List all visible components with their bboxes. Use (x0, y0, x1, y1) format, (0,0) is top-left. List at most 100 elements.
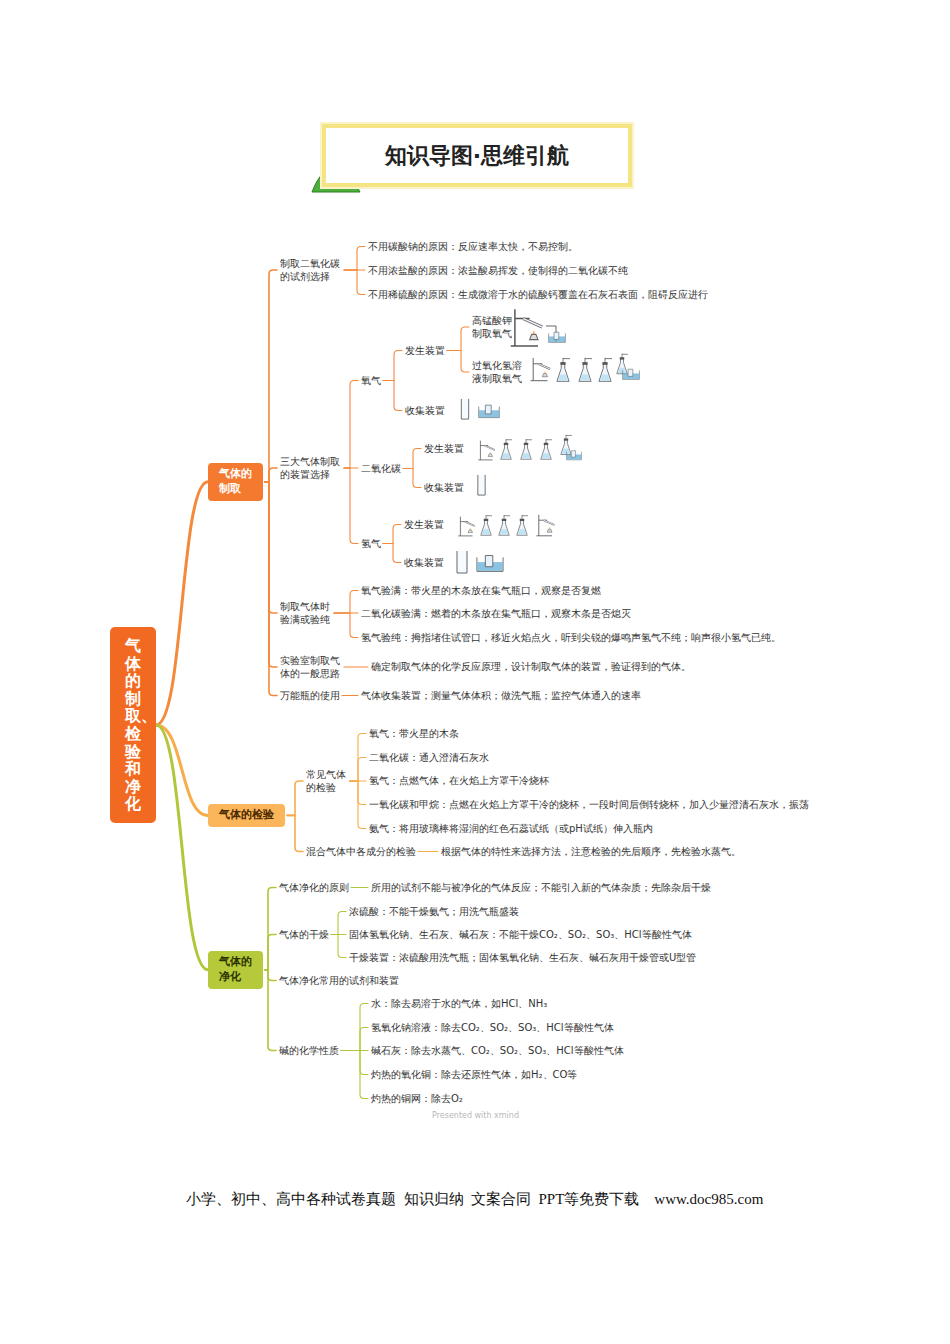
h2-apparatus (458, 515, 554, 536)
subtopic-text: 氢气验纯：拇指堵住试管口，移近火焰点火，听到尖锐的爆鸣声氢气不纯；响声很小氢气已… (361, 631, 781, 644)
subtopic-text: 氧气 (361, 374, 381, 387)
branch-line (383, 544, 401, 563)
branch-line (265, 482, 277, 613)
branch-line (344, 270, 365, 295)
subtopic-text: 灼热的氧化铜：除去还原性气体，如H₂、CO等 (371, 1068, 577, 1081)
topic-text: 固体氢氧化钠、生石灰、碱石灰：不能干燥CO₂、SO₂、SO₃、HCl等酸性气体 (349, 928, 692, 941)
topic-text: 发生装置 (405, 344, 445, 357)
topic-text: 二氧化碳验满：燃着的木条放在集气瓶口，观察木条是否熄灭 (361, 607, 631, 620)
h2-collection (457, 551, 503, 573)
subtopic-text: 氧气：带火星的木条 (369, 727, 459, 740)
branch-line (265, 888, 276, 970)
subtopic-text: 水：除去易溶于水的气体，如HCl、NH₃ (371, 997, 547, 1010)
branch-line (265, 970, 276, 981)
topic-text: 氧气 (361, 374, 381, 387)
subtopic-text: 一氧化碳和甲烷：点燃在火焰上方罩干冷的烧杯，一段时间后倒转烧杯，加入少量澄清石灰… (369, 798, 809, 811)
subtopic-text: 不用碳酸钠的原因：反应速率太快，不易控制。 (368, 240, 578, 253)
h2o2-apparatus (531, 354, 640, 382)
branch-line (447, 351, 469, 373)
branch-line (342, 695, 358, 696)
subtopic-text: 浓硫酸：不能干燥氨气；用洗气瓶盛装 (349, 905, 519, 918)
oxygen-collection (461, 399, 499, 419)
subtopic-text: 收集装置 (404, 556, 444, 569)
branch-line (344, 381, 358, 469)
co2-collection (478, 475, 485, 495)
subtopic-text: 万能瓶的使用 (280, 689, 340, 702)
subtopic-text: 干燥装置：浓硫酸用洗气瓶；固体氢氧化钠、生石灰、碱石灰用干燥管或U型管 (349, 951, 696, 964)
topic-text: 万能瓶的使用 (280, 689, 340, 702)
topic-text: 氢气 (361, 537, 381, 550)
branch-line (383, 351, 402, 381)
topic-text: 氢气验纯：拇指堵住试管口，移近火焰点火，听到尖锐的爆鸣声氢气不纯；响声很小氢气已… (361, 631, 781, 644)
branch-line (418, 851, 438, 852)
branch-line (344, 468, 358, 544)
kmno4-apparatus (511, 309, 566, 346)
subtopic-text: 所用的试剂不能与被净化的气体反应；不能引入新的气体杂质；先除杂后干燥 (371, 881, 711, 894)
branch-line (331, 912, 346, 935)
subtopic-text: 二氧化碳 (361, 462, 401, 475)
topic-text: 干燥装置：浓硫酸用洗气瓶；固体氢氧化钠、生石灰、碱石灰用干燥管或U型管 (349, 951, 696, 964)
subtopic-text: 发生装置 (424, 442, 464, 455)
topic-text: 气体的制取、检验和净化 (125, 637, 141, 813)
branch-line (341, 1051, 368, 1099)
title-box: 知识导图·思维引航 (322, 124, 632, 187)
branch-line (287, 781, 303, 815)
branch-line (447, 327, 469, 351)
title-text: 知识导图·思维引航 (385, 141, 569, 171)
branch-line (265, 970, 276, 1051)
branch-line (403, 449, 421, 469)
branch-line (344, 247, 365, 271)
topic-text: 氢气：点燃气体，在火焰上方罩干冷烧杯 (369, 774, 549, 787)
topic-text: 所用的试剂不能与被净化的气体反应；不能引入新的气体杂质；先除杂后干燥 (371, 881, 711, 894)
footer-text: 小学、初中、高中各种试卷真题 知识归纳 文案合同 PPT等免费下载 www.do… (186, 1190, 763, 1209)
subtopic-text: 二氧化碳：通入澄清石灰水 (369, 751, 489, 764)
topic-text: 气体净化的原则 (279, 881, 349, 894)
branch-line (265, 270, 277, 482)
subtopic-text: 灼热的铜网：除去O₂ (371, 1092, 463, 1105)
subtopic-text: 高锰酸钾制取氧气 (472, 314, 514, 340)
branch-line (351, 887, 368, 888)
topic-text: 高锰酸钾制取氧气 (472, 314, 514, 340)
topic-text: 气体的净化 (219, 955, 252, 985)
branch-line (341, 1004, 368, 1051)
subtopic-text: 氨气：将用玻璃棒将湿润的红色石蕊试纸（或pH试纸）伸入瓶内 (369, 822, 653, 835)
subtopic-text: 氢气：点燃气体，在火焰上方罩干冷烧杯 (369, 774, 549, 787)
topic-text: 发生装置 (404, 518, 444, 531)
subtopic-text: 制取二氧化碳的试剂选择 (280, 257, 342, 283)
subtopic-text: 确定制取气体的化学反应原理，设计制取气体的装置，验证得到的气体。 (371, 660, 691, 673)
branch-line (265, 935, 276, 970)
subtopic-text: 气体净化常用的试剂和装置 (279, 974, 399, 987)
topic-text: 收集装置 (405, 404, 445, 417)
subtopic-text: 发生装置 (404, 518, 444, 531)
topic-text: 混合气体中各成分的检验 (306, 845, 416, 858)
branch-line (341, 1051, 368, 1075)
topic-text: 实验室制取气体的一般思路 (280, 654, 342, 680)
topic-text: 氧气验满：带火星的木条放在集气瓶口，观察是否复燃 (361, 584, 601, 597)
topic-text: 浓硫酸：不能干燥氨气；用洗气瓶盛装 (349, 905, 519, 918)
topic-text: 碱石灰：除去水蒸气、CO₂、SO₂、SO₃、HCl等酸性气体 (371, 1044, 624, 1057)
branch-line (156, 725, 208, 815)
topic-text: 发生装置 (424, 442, 464, 455)
topic-text: 确定制取气体的化学反应原理，设计制取气体的装置，验证得到的气体。 (371, 660, 691, 673)
branch-line (350, 758, 366, 782)
topic-text: 气体净化常用的试剂和装置 (279, 974, 399, 987)
topic-text: 气体收集装置；测量气体体积；做洗气瓶；监控气体通入的速率 (361, 689, 641, 702)
topic-text: 二氧化碳：通入澄清石灰水 (369, 751, 489, 764)
watermark: Presented with xmind (432, 1111, 519, 1120)
co2-apparatus (478, 435, 581, 460)
topic-text: 收集装置 (404, 556, 444, 569)
topic-text: 不用浓盐酸的原因：浓盐酸易挥发，使制得的二氧化碳不纯 (368, 264, 628, 277)
topic-text: 三大气体制取的装置选择 (280, 455, 342, 481)
branch-line (156, 482, 208, 725)
topic-text: 常见气体的检验 (306, 768, 348, 794)
topic-text: 灼热的铜网：除去O₂ (371, 1092, 463, 1105)
topic-text: 灼热的氧化铜：除去还原性气体，如H₂、CO等 (371, 1068, 577, 1081)
branch-line (383, 525, 401, 544)
subtopic-text: 碱石灰：除去水蒸气、CO₂、SO₂、SO₃、HCl等酸性气体 (371, 1044, 624, 1057)
main-topic: 气体的检验 (208, 804, 285, 827)
topic-text: 不用碳酸钠的原因：反应速率太快，不易控制。 (368, 240, 578, 253)
topic-text: 气体的检验 (219, 808, 274, 823)
subtopic-text: 收集装置 (405, 404, 445, 417)
subtopic-text: 根据气体的特性来选择方法，注意检验的先后顺序，先检验水蒸气。 (441, 845, 741, 858)
branch-line (287, 815, 303, 851)
